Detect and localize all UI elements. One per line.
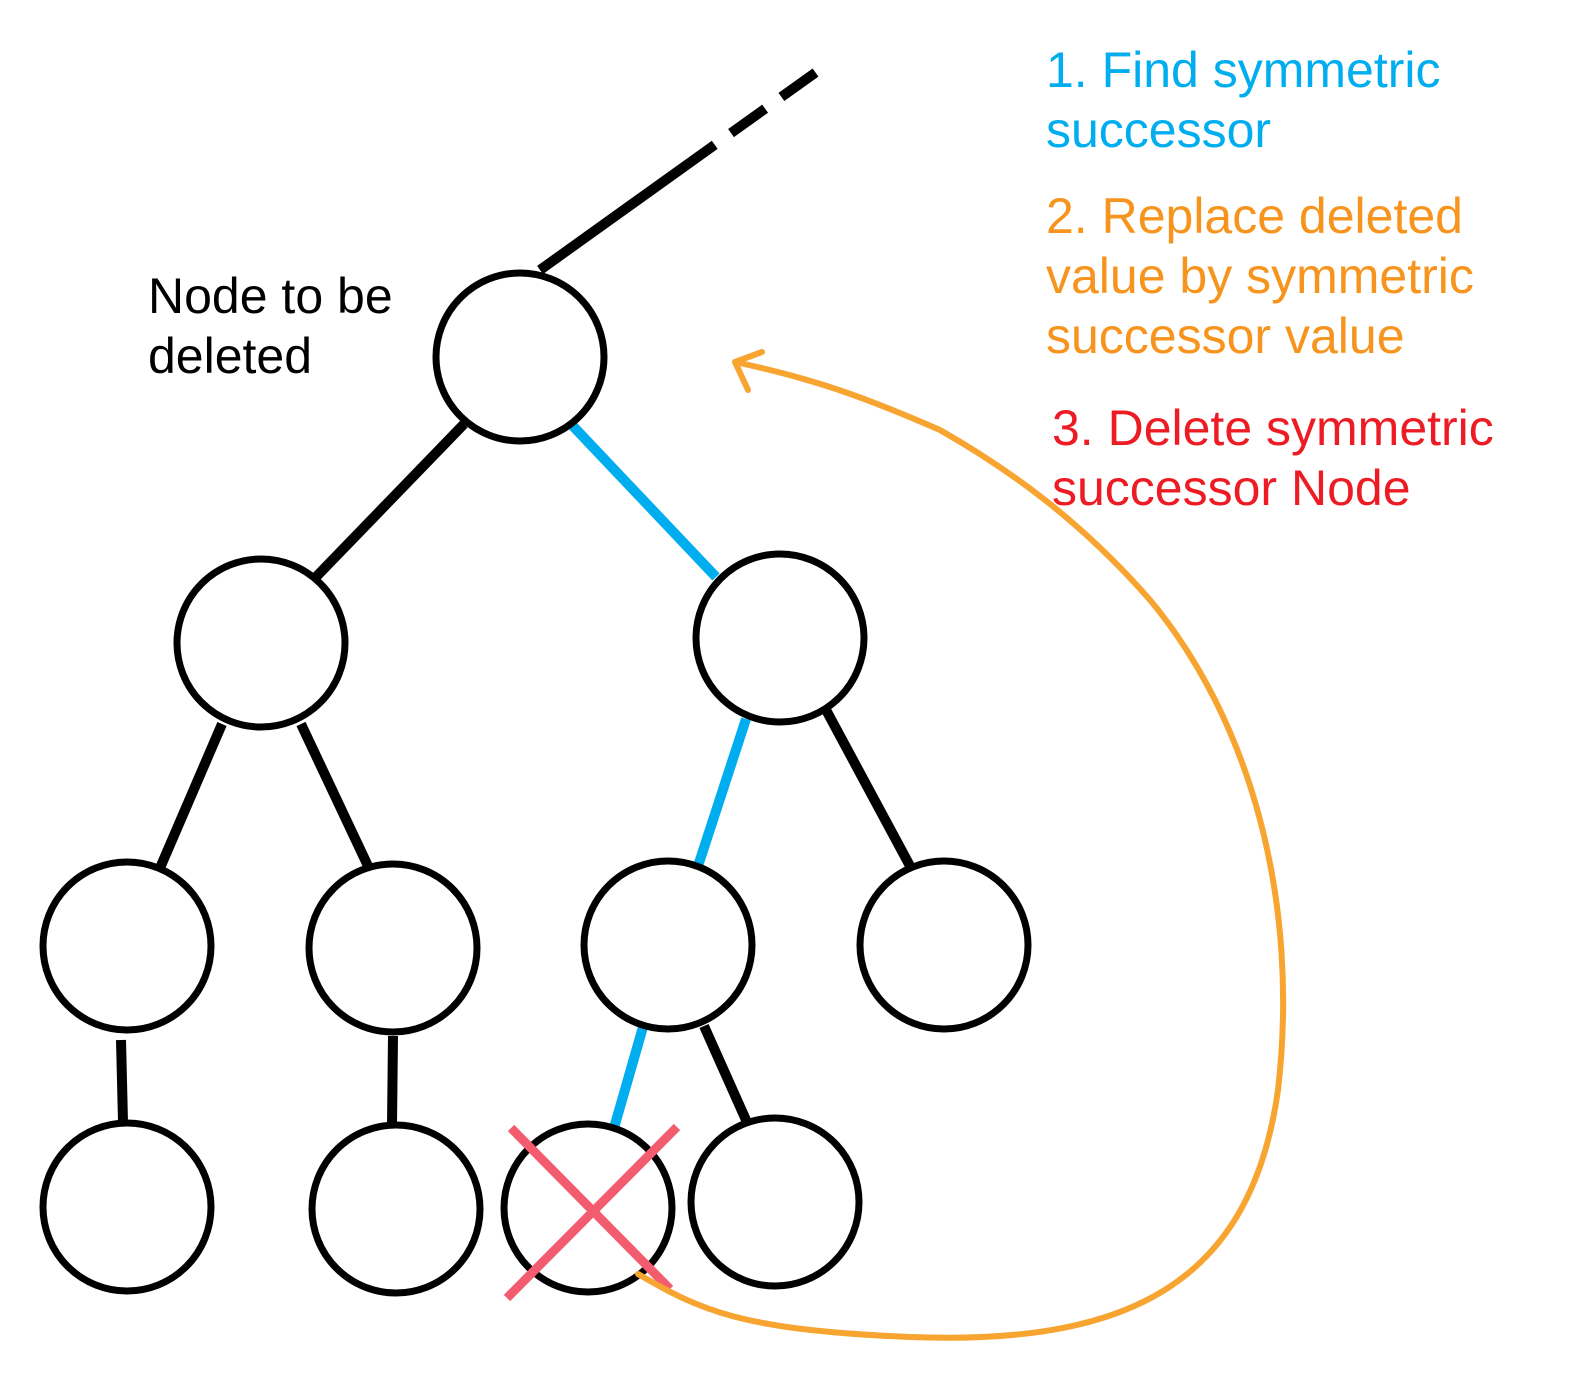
replace-value-arrow [635,349,1287,1341]
node-to-be-deleted-label: Node to be deleted [148,268,393,384]
delete-x-mark [503,1123,681,1302]
step-1-text: 1. Find symmetric successor [1046,42,1441,158]
arrow-head-icon [732,349,765,393]
node-l3-a [39,1119,215,1295]
node-l1-right [692,550,868,726]
node-l2-b [305,860,481,1036]
node-to-be-deleted [432,269,608,445]
node-l2-a [39,858,215,1034]
edge-l2-b-down [387,1035,398,1126]
node-l3-b [308,1121,484,1297]
step-3-text: 3. Delete symmetric successor Node [1052,400,1494,516]
edge-l1-right-a-path [693,717,751,868]
delete-x-stroke-2 [503,1123,681,1302]
edge-l2-c-right [699,1023,751,1123]
tree-edges [116,55,915,1130]
edge-root-right-path [567,420,720,581]
edge-l1-left-a [155,722,227,870]
edge-l2-a-down [116,1039,128,1123]
node-l3-d [687,1114,863,1290]
edge-l1-right-b [820,705,915,869]
node-l2-d [856,857,1032,1033]
node-l2-c [580,857,756,1033]
edge-l2-c-left-path [609,1025,648,1130]
tree-nodes [39,269,1032,1297]
edge-parent-dashed [537,55,836,275]
edge-root-left [311,420,468,582]
node-l1-left [173,555,349,731]
edge-l1-left-b [296,721,373,869]
arrow-curve [635,359,1287,1341]
step-2-text: 2. Replace deleted value by symmetric su… [1046,188,1474,364]
